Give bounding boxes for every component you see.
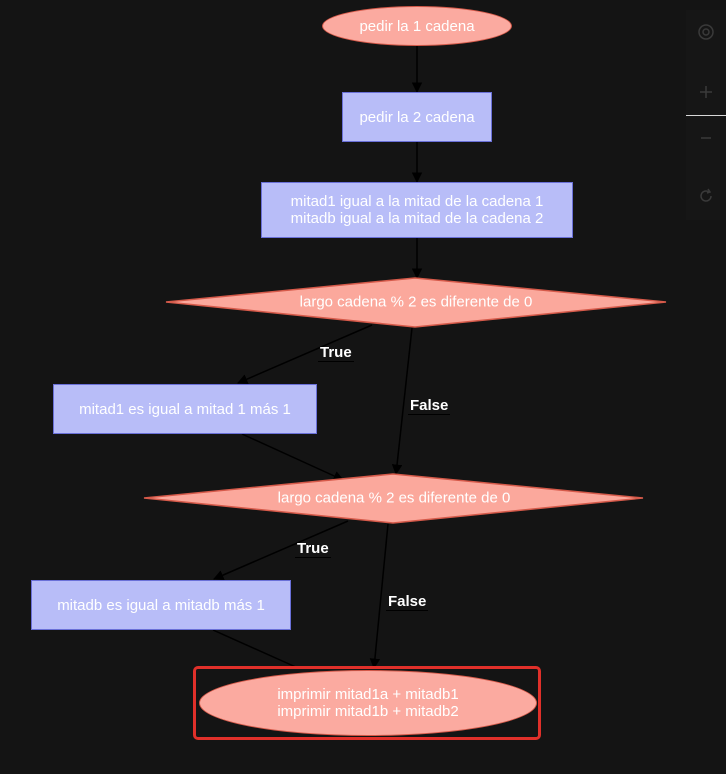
zoom-toolbar	[686, 10, 726, 220]
input2-node[interactable]: pedir la 2 cadena	[342, 92, 492, 142]
increment-mitadb-label: mitadb es igual a mitadb más 1	[57, 596, 265, 614]
edge-inc2-to-end	[212, 629, 299, 669]
zoom-in-icon[interactable]	[686, 72, 726, 112]
increment-mitad1-label: mitad1 es igual a mitad 1 más 1	[79, 400, 291, 418]
increment-mitadb-node[interactable]: mitadb es igual a mitadb más 1	[31, 580, 291, 630]
reset-icon[interactable]	[686, 176, 726, 216]
end-node[interactable]: imprimir mitad1a + mitadb1 imprimir mita…	[199, 670, 537, 736]
decision-node-1-label: largo cadena % 2 es diferente de 0	[299, 293, 533, 311]
decision-node-2-label: largo cadena % 2 es diferente de 0	[277, 489, 511, 507]
decision-node-2[interactable]	[143, 473, 644, 524]
edge-decision1-false	[391, 327, 413, 476]
edge-decision1-true	[237, 324, 373, 385]
edge-label-d2-true: True	[295, 540, 331, 558]
edge-label-d1-true: True	[318, 344, 354, 362]
edge-label-d2-false: False	[386, 593, 429, 611]
edge-decision2-true	[213, 520, 349, 581]
toolbar-divider	[686, 115, 726, 116]
decision-node-1[interactable]	[165, 277, 667, 328]
zoom-out-icon[interactable]	[686, 118, 726, 158]
end-node-line2: imprimir mitad1b + mitadb2	[277, 703, 459, 720]
target-icon[interactable]	[686, 12, 726, 52]
start-node[interactable]: pedir la 1 cadena	[322, 6, 512, 46]
selection-highlight	[193, 666, 541, 740]
edge-decision2-false	[369, 523, 389, 670]
edge-inc1-to-decision2	[241, 433, 344, 481]
input2-node-label: pedir la 2 cadena	[359, 108, 475, 126]
assign-node-line2: mitadb igual a la mitad de la cadena 2	[290, 210, 544, 227]
increment-mitad1-node[interactable]: mitad1 es igual a mitad 1 más 1	[53, 384, 317, 434]
edge-label-d1-false: False	[408, 397, 451, 415]
assign-node[interactable]: mitad1 igual a la mitad de la cadena 1 m…	[261, 182, 573, 238]
start-node-label: pedir la 1 cadena	[359, 17, 475, 35]
end-node-line1: imprimir mitad1a + mitadb1	[277, 686, 459, 703]
assign-node-line1: mitad1 igual a la mitad de la cadena 1	[290, 193, 544, 210]
